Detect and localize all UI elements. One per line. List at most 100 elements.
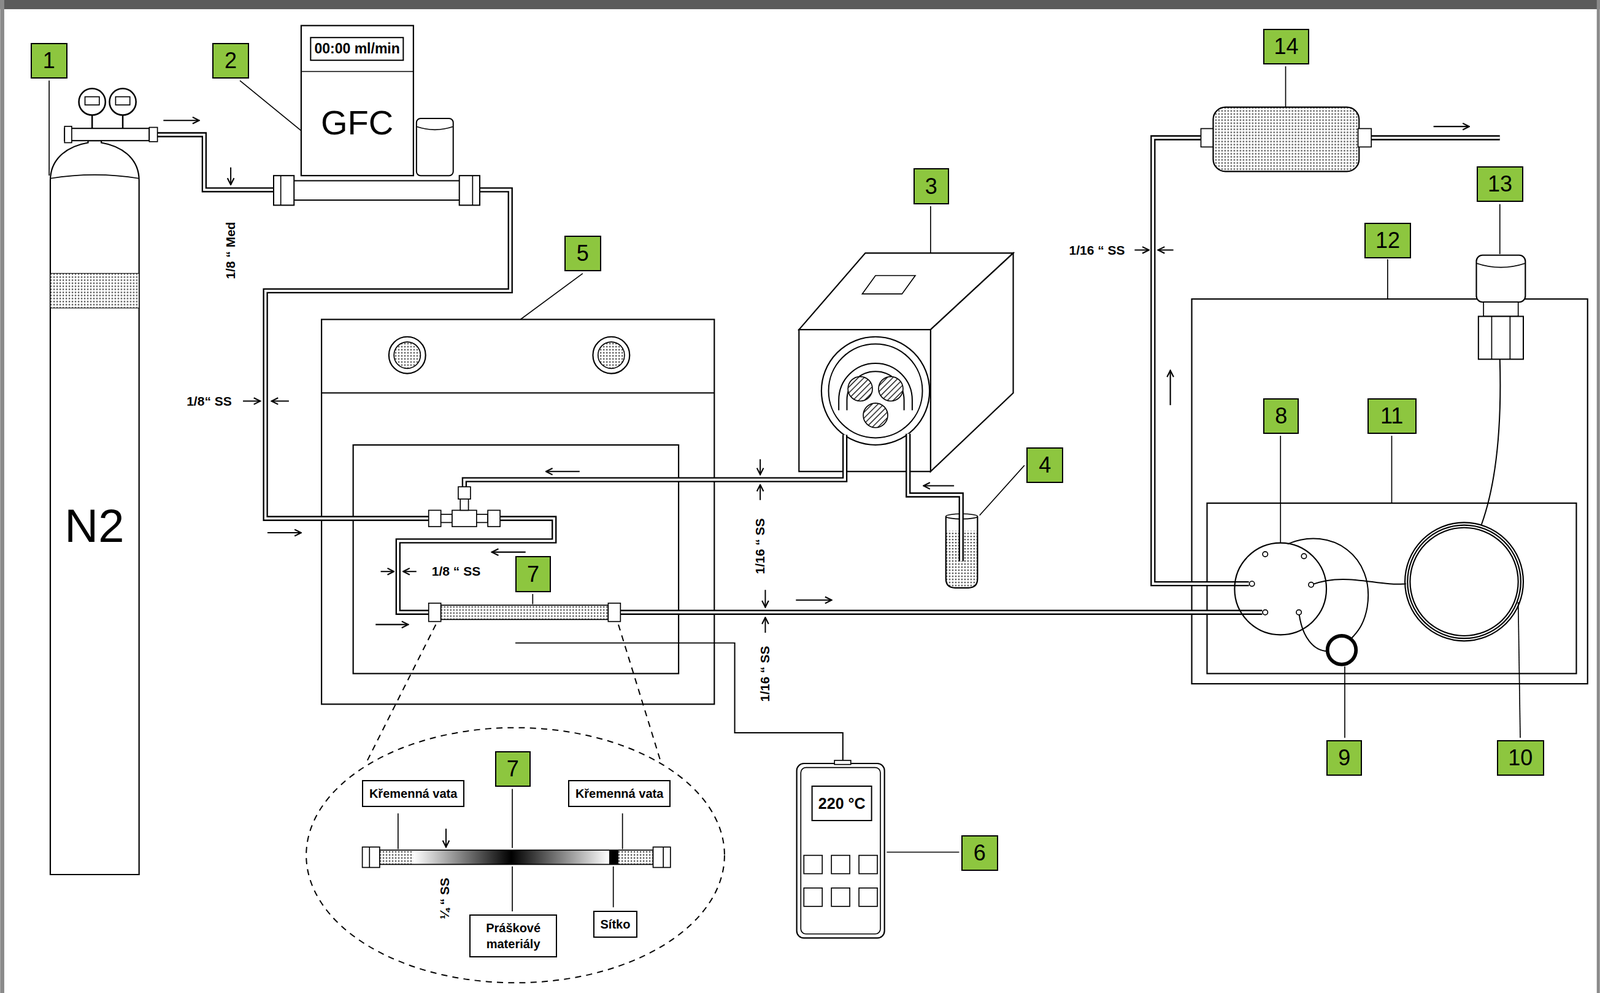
dimension-label: 1/8 “ Med: [223, 219, 239, 281]
gas-cylinder-outline: [78, 88, 105, 116]
zoom-detail: [653, 846, 671, 867]
tee-fitting: [428, 509, 442, 527]
reactor-column: [428, 603, 621, 622]
flow-arrow: [267, 531, 302, 534]
injection-valve: [1308, 582, 1314, 588]
tee-fitting: [428, 486, 500, 527]
leader-line: [979, 465, 1025, 515]
gc-column-coil: [1404, 358, 1524, 641]
thermometer-outline: [804, 855, 823, 874]
tubing: [265, 137, 1500, 612]
peristaltic-pump: [861, 275, 915, 294]
zoom-detail: [362, 846, 380, 867]
flow-arrow: [163, 120, 1470, 624]
detector: [1483, 301, 1519, 316]
zoom-detail: [618, 849, 654, 864]
zoom-detail: [379, 849, 414, 864]
zoom-detail: [306, 624, 725, 983]
callout-number: 10: [1496, 739, 1545, 776]
flow-arrow: [492, 551, 526, 553]
gas-cylinder-outline: [109, 88, 136, 116]
peristaltic-pump: [828, 343, 923, 438]
tube-bore: [157, 134, 274, 190]
peristaltic-pump: [798, 329, 931, 472]
leader-line: [886, 851, 959, 853]
gas-cylinder-outline: [121, 115, 123, 129]
gas-cylinder-outline: [84, 96, 99, 105]
dimension-arrow: [380, 570, 395, 572]
oven: [393, 341, 421, 369]
leader-line: [1499, 204, 1501, 254]
page-frame: [0, 0, 1600, 10]
tee-fitting: [487, 509, 500, 527]
gas-cylinder-outline: [115, 96, 130, 105]
leader-line: [1279, 435, 1281, 543]
callout-number: 11: [1367, 398, 1417, 434]
injection-valve: [1234, 542, 1327, 635]
pump-inlet-tube: [907, 433, 961, 562]
oven: [388, 336, 426, 374]
injection-valve: [1234, 538, 1406, 651]
oven: [598, 341, 625, 369]
callout-number: 7: [515, 555, 551, 592]
tee-fitting: [452, 509, 477, 527]
filter-cartridge: [1212, 107, 1359, 172]
callout-number: 1: [30, 42, 68, 79]
callout-number: 7: [495, 750, 531, 787]
oven: [592, 336, 630, 374]
leader-line: [1391, 435, 1393, 504]
tee-fitting: [458, 486, 471, 499]
detector: [1509, 315, 1512, 359]
gas-cylinder-outline: [64, 128, 150, 142]
leader-line: [511, 866, 513, 912]
page-frame: [1596, 0, 1600, 993]
peristaltic-pump: [847, 376, 873, 402]
injection-valve: [1262, 551, 1268, 557]
flow-arrow: [163, 119, 199, 121]
gas-cylinder-outline: [49, 273, 139, 309]
oven: [321, 319, 715, 704]
cylinder-label: N2: [64, 500, 124, 552]
label-text: Křemenná vata: [575, 785, 664, 802]
zoom-detail: [662, 846, 664, 867]
filter-cartridge: [1201, 128, 1215, 148]
dimension-arrow: [764, 589, 766, 607]
zoom-detail: [413, 849, 610, 864]
flow-arrow: [1433, 125, 1470, 127]
callout-number: 12: [1364, 222, 1412, 259]
tee-fitting: [476, 514, 488, 523]
thermometer: 220 °C: [795, 760, 886, 939]
leader-line: [622, 812, 624, 849]
callout-number: 8: [1263, 398, 1299, 434]
gas-cylinder-outline: [49, 141, 139, 875]
injection-valve: [1311, 579, 1407, 585]
callout-number: 3: [913, 168, 950, 204]
sample-loop: [1327, 635, 1357, 665]
callout-number: 14: [1263, 28, 1310, 65]
tube-connector: [157, 134, 274, 190]
leader-line: [531, 593, 534, 605]
gas-flow-controller-outline: [416, 126, 454, 130]
gas-flow-controller-outline: [292, 180, 462, 200]
label-text: Křemenná vata: [369, 785, 458, 802]
dimension-arrow: [759, 458, 761, 475]
gas-flow-controller-outline: [280, 175, 282, 205]
leader-line: [1285, 66, 1287, 108]
analyser-housing: [1192, 298, 1588, 684]
thermometer-outline: [858, 855, 878, 874]
peristaltic-pump: [821, 336, 930, 445]
flow-arrow: [375, 623, 408, 626]
leader-line: [1518, 601, 1521, 738]
flow-arrow: [1169, 370, 1172, 406]
callout-number: 9: [1326, 739, 1362, 776]
gc-column-coil: [1404, 522, 1524, 641]
tubing: [265, 137, 1500, 612]
reactor-column: [441, 604, 609, 620]
injection-valve: [1249, 580, 1255, 586]
sample-loop: [1327, 635, 1357, 665]
label-text: Sítko: [600, 915, 631, 932]
part-label-box: Práškové materiály: [469, 914, 558, 958]
